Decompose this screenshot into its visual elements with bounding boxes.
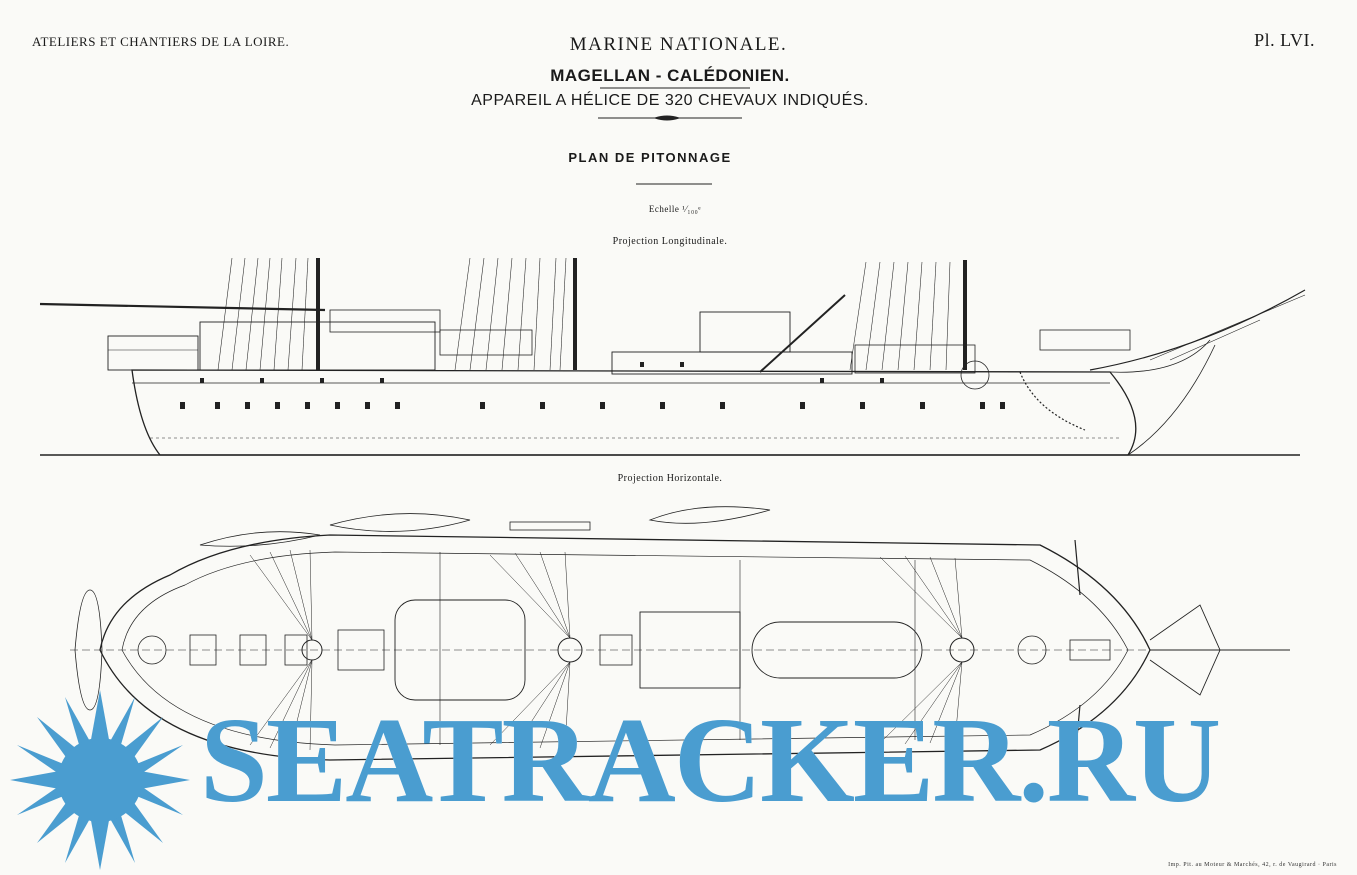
plan-title: PLAN DE PITONNAGE — [568, 150, 732, 165]
anchor-chain — [1019, 371, 1086, 431]
rigging-plan — [249, 549, 963, 751]
launch-plan — [751, 621, 923, 679]
bowsprit — [1089, 289, 1306, 371]
rigging — [217, 257, 951, 371]
watermark-text: SEATRACKER.RU — [200, 693, 1221, 828]
bowsprit-plan — [1149, 604, 1290, 696]
capstan-icon — [137, 635, 167, 665]
seatracker-logo — [10, 690, 190, 870]
anchor-icon — [960, 360, 990, 390]
porthole-row — [180, 362, 1005, 409]
funnel-casing — [699, 311, 791, 353]
printer-note: Imp. Pit. au Moteur & Marchés, 42, r. de… — [1168, 862, 1337, 868]
sun-icon — [10, 690, 190, 870]
projection-horizontal-label: Projection Horizontale. — [617, 473, 723, 484]
ship-plan-view — [70, 506, 1290, 761]
scale-label: Echelle ¹⁄₁₀₀ᵉ — [648, 204, 702, 214]
boom — [39, 302, 326, 312]
boat — [439, 329, 533, 356]
navy-title: MARINE NATIONALE. — [569, 34, 788, 55]
boat-plan — [329, 513, 471, 532]
projection-longitudinal-label: Projection Longitudinale. — [612, 236, 728, 247]
ship-side-view — [39, 257, 1306, 456]
derrick — [759, 294, 846, 373]
boat-plan — [199, 531, 321, 547]
stern-gallery — [107, 335, 199, 371]
ship-name: MAGELLAN - CALÉDONIEN. — [550, 66, 790, 85]
engine-subtitle: APPAREIL A HÉLICE DE 320 CHEVAUX INDIQUÉ… — [471, 92, 869, 109]
workshop-name: ATELIERS ET CHANTIERS DE LA LOIRE. — [32, 34, 290, 49]
ornament-icon — [653, 115, 681, 121]
capstan-icon — [1017, 635, 1047, 665]
deckhouse-plan — [394, 599, 526, 701]
plate-number: Pl. LVI. — [1254, 30, 1315, 50]
